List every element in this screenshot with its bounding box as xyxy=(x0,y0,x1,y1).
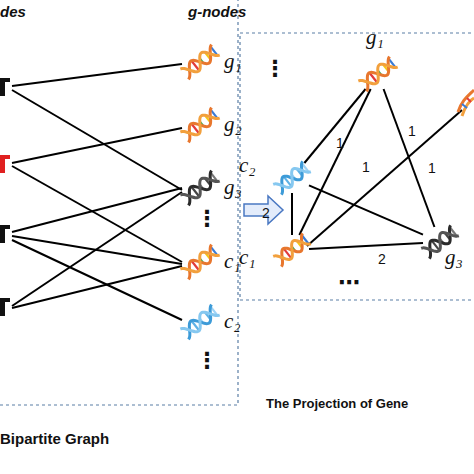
dna-icon xyxy=(182,110,218,140)
dna-icon xyxy=(182,307,218,337)
edge-weight: 1 xyxy=(428,160,436,176)
dna-icon xyxy=(275,235,309,265)
gene-node: c₂ xyxy=(182,307,218,337)
weighted-link xyxy=(304,89,365,163)
cropped-gene-icon xyxy=(458,90,474,116)
gene-node: c₂ xyxy=(275,163,309,193)
weighted-link xyxy=(299,89,370,235)
gene-node: c₁ xyxy=(182,247,218,277)
left-node-icons xyxy=(0,78,10,316)
bipartite-links xyxy=(12,64,182,320)
ellipsis: ⋮ xyxy=(196,348,218,373)
column-header: des xyxy=(0,3,26,20)
edge-weight: 1 xyxy=(408,124,416,138)
dna-icon xyxy=(360,59,396,89)
projection-panel xyxy=(240,33,474,300)
edge-weight: 1 xyxy=(362,160,370,174)
node-label: g₃ xyxy=(445,247,463,268)
gene-node: c₁ xyxy=(275,235,309,265)
weighted-link xyxy=(309,185,423,234)
dna-icon xyxy=(182,47,218,77)
column-header: g-nodes xyxy=(188,3,246,20)
node-label: c₂ xyxy=(239,155,256,176)
gene-node: g₃ xyxy=(423,227,457,257)
dna-icon xyxy=(182,247,218,277)
node-label: g₃ xyxy=(224,177,242,198)
node-label: c₂ xyxy=(224,311,241,332)
weighted-link xyxy=(291,193,293,235)
weighted-link xyxy=(309,243,423,249)
node-label: g₂ xyxy=(224,114,242,135)
weighted-link xyxy=(384,89,435,227)
ellipsis: ⋮ xyxy=(264,56,286,81)
edge-weight: 1 xyxy=(336,136,344,150)
dna-icon xyxy=(275,163,309,193)
edge-weight: 2 xyxy=(378,252,386,266)
edge-weight: 2 xyxy=(262,206,270,220)
ellipsis: ⋯ xyxy=(338,270,360,295)
dna-icon xyxy=(182,173,218,203)
node-label: c₁ xyxy=(224,251,241,272)
node-label: g₁ xyxy=(224,51,242,72)
node-label: c₁ xyxy=(239,247,256,268)
ellipsis: ⋮ xyxy=(196,206,218,231)
gene-node: g₁ xyxy=(360,59,396,89)
gene-node: g₃ xyxy=(182,173,218,203)
panel-caption: Bipartite Graph xyxy=(0,430,109,447)
transform-arrow xyxy=(244,196,283,224)
gene-node: g₂ xyxy=(182,110,218,140)
panel-caption: The Projection of Gene xyxy=(266,396,408,411)
bipartite-panel xyxy=(0,0,238,405)
node-label: g₁ xyxy=(366,27,384,48)
gene-node: g₁ xyxy=(182,47,218,77)
